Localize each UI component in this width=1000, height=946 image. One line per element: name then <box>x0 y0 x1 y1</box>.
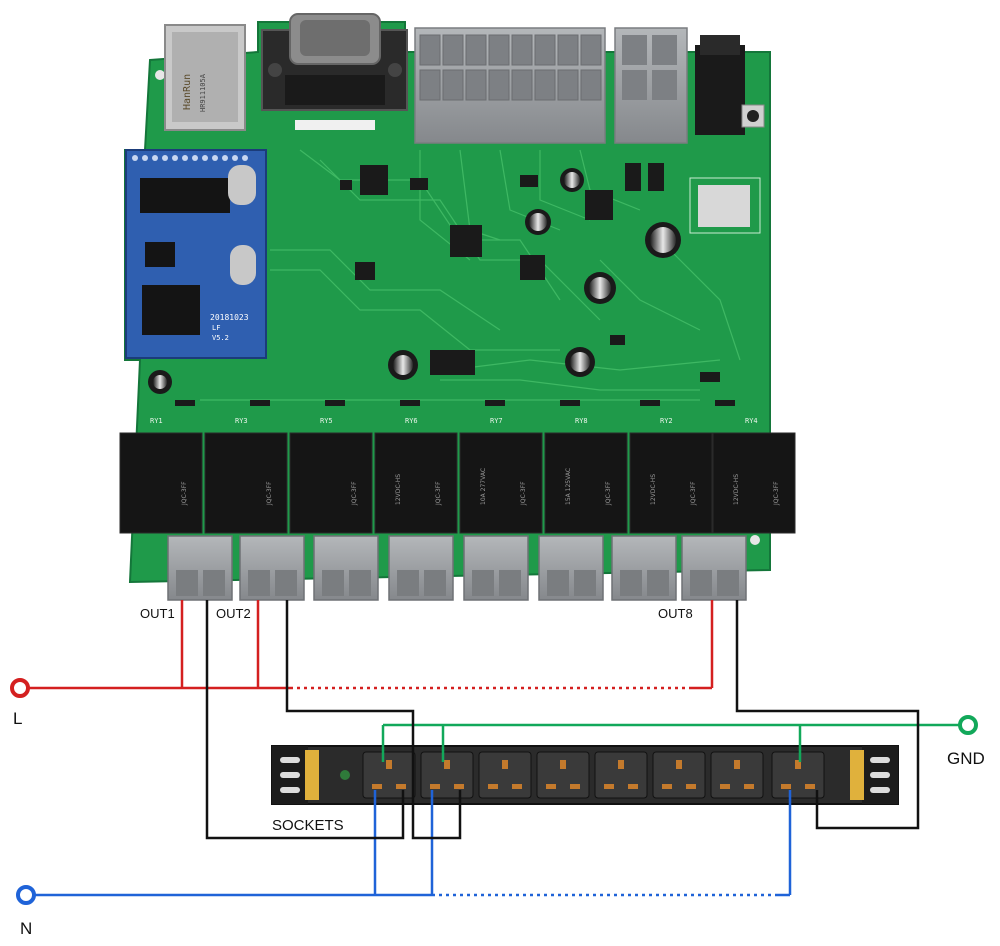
svg-text:JQC-3FF: JQC-3FF <box>181 481 188 506</box>
output-terminal-6 <box>538 535 604 601</box>
svg-text:RY4: RY4 <box>745 417 758 425</box>
socket-outlet <box>478 751 532 799</box>
relay: JQC-3FF RY3 <box>204 417 288 534</box>
svg-text:RY1: RY1 <box>150 417 163 425</box>
output-terminals <box>167 535 747 601</box>
svg-text:15A 125VAC: 15A 125VAC <box>565 468 572 505</box>
power-terminal-block <box>614 27 688 144</box>
svg-text:JQC-3FF: JQC-3FF <box>773 481 780 506</box>
socket-outlet <box>652 751 706 799</box>
svg-text:JQC-3FF: JQC-3FF <box>690 481 697 506</box>
capacitors <box>148 168 681 394</box>
svg-text:RY3: RY3 <box>235 417 248 425</box>
svg-text:RY6: RY6 <box>405 417 418 425</box>
svg-text:RY2: RY2 <box>660 417 673 425</box>
output-terminal-4 <box>388 535 454 601</box>
socket-outlet <box>594 751 648 799</box>
socket-outlet <box>362 751 416 799</box>
socket-power-strip <box>271 745 899 805</box>
dc-power-jack <box>695 35 745 135</box>
svg-text:RY7: RY7 <box>490 417 503 425</box>
svg-text:JQC-3FF: JQC-3FF <box>520 481 527 506</box>
output-terminal-2 <box>239 535 305 601</box>
svg-text:10A 277VAC: 10A 277VAC <box>480 468 487 505</box>
svg-text:JQC-3FF: JQC-3FF <box>435 481 442 506</box>
socket-outlet <box>420 751 474 799</box>
relay: 12VDC-HS JQC-3FF RY2 <box>629 417 713 534</box>
out2-label: OUT2 <box>216 606 251 621</box>
output-terminal-7 <box>611 535 677 601</box>
out1-label: OUT1 <box>140 606 175 621</box>
neutral-terminal-icon <box>16 885 36 905</box>
live-label: L <box>13 709 22 728</box>
ethernet-module: 20181023 LF V5.2 <box>125 149 267 359</box>
module-date: 20181023 <box>210 313 249 322</box>
silk-outline <box>689 177 761 234</box>
relay: 12VDC-HS JQC-3FF RY6 <box>374 417 458 534</box>
neutral-label: N <box>20 919 32 938</box>
svg-text:12VDC-HS: 12VDC-HS <box>650 474 657 505</box>
svg-text:JQC-3FF: JQC-3FF <box>266 481 273 506</box>
relay-bank: JQC-3FF RY1 JQC-3FF RY3 JQC-3FF RY5 12VD… <box>119 417 796 534</box>
relay: JQC-3FF RY1 <box>119 417 203 534</box>
live-wire <box>27 600 714 690</box>
socket-outlet <box>710 751 764 799</box>
mount-hole <box>750 535 760 545</box>
svg-text:JQC-3FF: JQC-3FF <box>351 481 358 506</box>
output-terminal-3 <box>313 535 379 601</box>
output-terminal-1 <box>167 535 233 601</box>
ground-terminal-icon <box>958 715 978 735</box>
label-area <box>698 185 750 227</box>
svg-text:12VDC-HS: 12VDC-HS <box>733 474 740 505</box>
module-lf: LF <box>212 324 220 332</box>
jack-part: HR911105A <box>199 73 207 112</box>
out8-label: OUT8 <box>658 606 693 621</box>
neutral-wire <box>33 790 792 897</box>
sockets-label: SOCKETS <box>272 817 344 834</box>
svg-text:RY5: RY5 <box>320 417 333 425</box>
live-terminal-icon <box>10 678 30 698</box>
mount-hole <box>155 70 165 80</box>
ethernet-jack: HanRun HR911105A <box>164 24 246 131</box>
svg-text:12VDC-HS: 12VDC-HS <box>395 474 402 505</box>
ground-label: GND <box>947 749 985 768</box>
output-terminal-8 <box>681 535 747 601</box>
board-components <box>175 120 735 406</box>
ground-wire <box>381 723 963 762</box>
relay: 12VDC-HS JQC-3FF RY4 <box>712 417 796 534</box>
output-terminal-5 <box>463 535 529 601</box>
relay: JQC-3FF RY5 <box>289 417 373 534</box>
svg-text:RY8: RY8 <box>575 417 588 425</box>
jack-brand: HanRun <box>182 74 193 110</box>
power-indicator <box>340 770 350 780</box>
module-version: V5.2 <box>212 334 229 342</box>
input-terminal-block <box>414 27 606 144</box>
relay: 10A 277VAC JQC-3FF RY7 <box>459 417 543 534</box>
socket-outlet <box>536 751 590 799</box>
reset-button <box>741 104 765 128</box>
relay: 15A 125VAC JQC-3FF RY8 <box>544 417 628 534</box>
serial-connector <box>261 13 408 111</box>
svg-text:JQC-3FF: JQC-3FF <box>605 481 612 506</box>
load-wires <box>205 600 920 840</box>
